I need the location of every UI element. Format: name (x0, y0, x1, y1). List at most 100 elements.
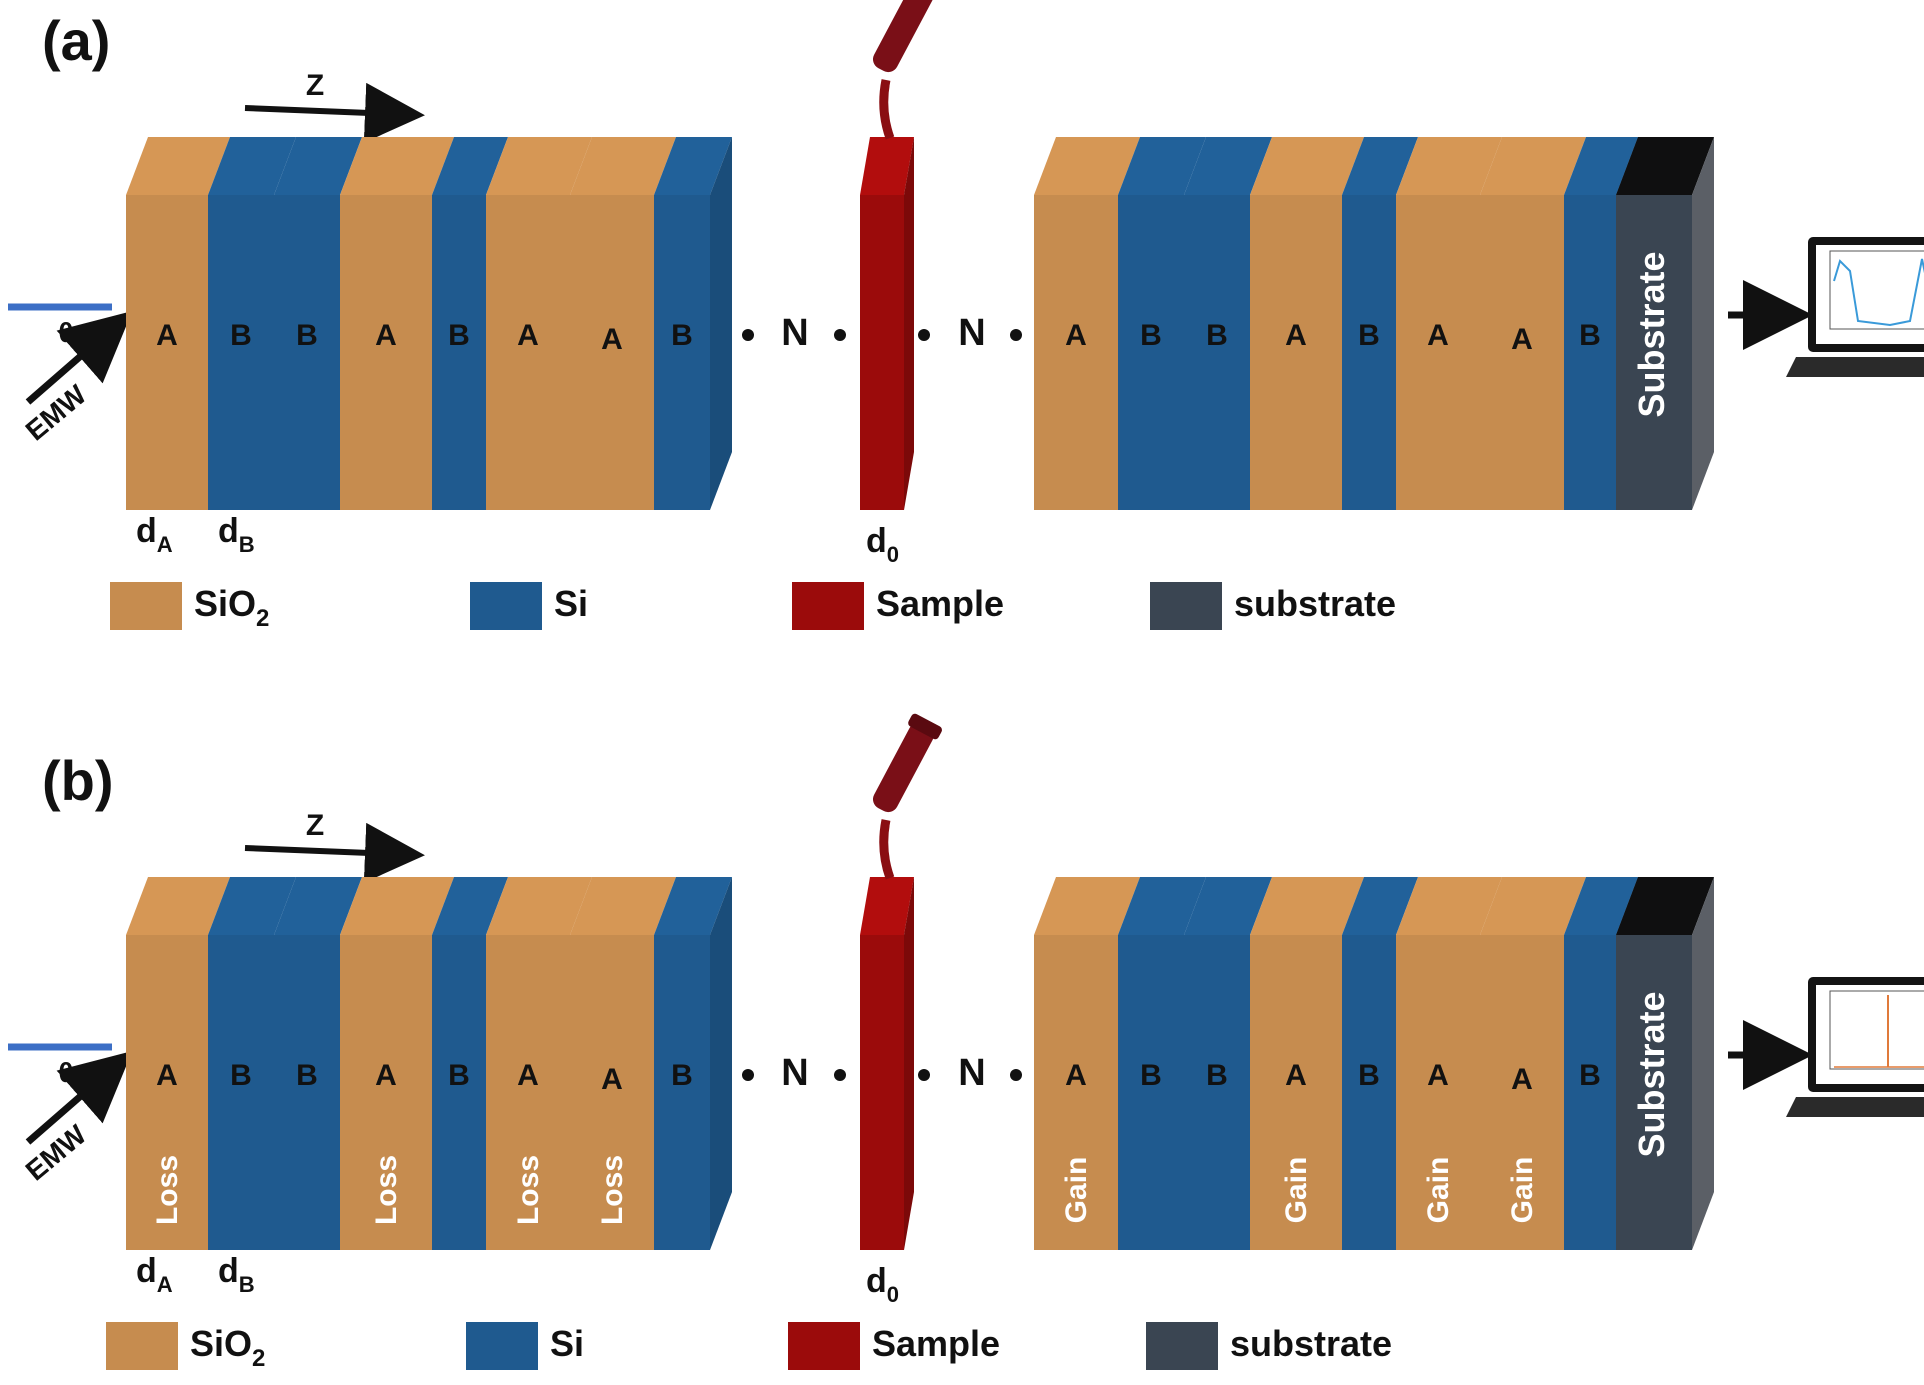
sample-slab (860, 195, 904, 510)
dim-label-d0: d0 (866, 1262, 899, 1307)
right-layer-top-3 (1250, 137, 1364, 195)
left-layer-5 (486, 195, 570, 510)
right-layer-top-0 (1034, 877, 1140, 935)
substrate-label: Substrate (1631, 251, 1672, 417)
legend-label-1: Si (554, 583, 588, 624)
left-gainloss-label-5: Loss (512, 1155, 545, 1225)
left-layer-top-4 (432, 137, 508, 195)
right-layer-3 (1250, 935, 1342, 1250)
right-layer-top-0 (1034, 137, 1140, 195)
repeat-dot (834, 1069, 846, 1081)
legend-swatch-3 (1146, 1322, 1218, 1370)
right-layer-letter-0: A (1065, 1059, 1087, 1092)
left-layer-1 (208, 195, 274, 510)
repeat-n-right: N (958, 312, 985, 354)
left-layer-7 (654, 935, 710, 1250)
dim-label-da-sub: A (157, 1272, 173, 1297)
repeat-dot (834, 329, 846, 341)
right-layer-1 (1118, 195, 1184, 510)
right-layer-letter-2: B (1206, 1059, 1228, 1092)
pour-stream (879, 79, 895, 140)
legend-swatch-0 (110, 582, 182, 630)
repeat-dot (918, 329, 930, 341)
right-layer-letter-3: A (1285, 319, 1307, 352)
legend-swatch-1 (470, 582, 542, 630)
right-layer-top-2 (1184, 877, 1272, 935)
legend-label-1: Si (550, 1323, 584, 1364)
repeat-dot (742, 1069, 754, 1081)
legend-swatch-3 (1150, 582, 1222, 630)
left-gainloss-label-3: Loss (370, 1155, 403, 1225)
left-layer-letter-0: A (156, 1059, 178, 1092)
legend-swatch-0 (106, 1322, 178, 1370)
right-layer-top-5 (1396, 877, 1502, 935)
left-stack-side-face (710, 137, 732, 510)
left-layer-top-6 (570, 877, 676, 935)
substrate-top-face (1616, 877, 1714, 935)
legend-label-2-text: Sample (872, 1323, 1000, 1364)
panel-label: (a) (42, 9, 110, 72)
right-layer-letter-5: A (1427, 1059, 1449, 1092)
left-stack-side-face (710, 877, 732, 1250)
right-layer-letter-3: A (1285, 1059, 1307, 1092)
left-layer-letter-3: A (375, 319, 397, 352)
test-tube-body (872, 723, 934, 813)
left-layer-letter-6: A (601, 323, 623, 356)
left-layer-top-7 (654, 877, 732, 935)
test-tube-icon (872, 713, 942, 880)
repeat-dot (1010, 1069, 1022, 1081)
repeat-n-left: N (781, 312, 808, 354)
laptop-icon (1786, 977, 1924, 1117)
left-layer-letter-1: B (230, 319, 252, 352)
sample-side-face (904, 877, 914, 1250)
dim-label-db-base: d (218, 512, 239, 550)
emw-label: EMW (20, 378, 93, 446)
right-layer-top-6 (1480, 137, 1586, 195)
laptop-base (1786, 357, 1924, 377)
right-layer-0 (1034, 195, 1118, 510)
right-layer-top-1 (1118, 877, 1206, 935)
right-layer-1 (1118, 935, 1184, 1250)
left-layer-4 (432, 195, 486, 510)
legend-label-3: substrate (1234, 583, 1396, 624)
right-layer-letter-1: B (1140, 319, 1162, 352)
right-layer-letter-0: A (1065, 319, 1087, 352)
right-layer-letter-6: A (1511, 323, 1533, 356)
legend-label-3: substrate (1230, 1323, 1392, 1364)
theta-label: θ (58, 1057, 73, 1088)
right-layer-2 (1184, 935, 1250, 1250)
legend-label-0: SiO2 (194, 583, 269, 632)
legend-label-0: SiO2 (190, 1323, 265, 1372)
dim-label-da: dA (136, 512, 173, 557)
dim-label-da: dA (136, 1252, 173, 1297)
emw-label: EMW (20, 1118, 93, 1186)
legend-label-0-text: SiO (194, 583, 256, 624)
z-axis-label: Z (306, 809, 324, 842)
right-gainloss-label-5: Gain (1422, 1157, 1455, 1224)
incident-wave-arrow (25, 1051, 133, 1145)
laptop-base (1786, 1097, 1924, 1117)
left-layer-top-2 (274, 137, 362, 195)
right-gainloss-label-6: Gain (1506, 1157, 1539, 1224)
theta-label: θ (58, 317, 73, 348)
right-layer-2 (1184, 195, 1250, 510)
right-layer-letter-4: B (1358, 1059, 1380, 1092)
sample-top-face (860, 137, 914, 195)
left-layer-top-6 (570, 137, 676, 195)
dim-label-d0-sub: 0 (887, 1282, 899, 1307)
dim-label-db-sub: B (239, 1272, 255, 1297)
dim-label-d0-base: d (866, 522, 887, 560)
spectrum-curve (1833, 258, 1924, 327)
left-layer-letter-5: A (517, 319, 539, 352)
right-layer-top-7 (1564, 137, 1638, 195)
left-layer-2 (274, 195, 340, 510)
legend-label-1-text: Si (554, 583, 588, 624)
dim-label-da-base: d (136, 512, 157, 550)
right-layer-top-5 (1396, 137, 1502, 195)
dim-label-da-base: d (136, 1252, 157, 1290)
right-layer-letter-7: B (1579, 319, 1601, 352)
right-layer-0 (1034, 935, 1118, 1250)
